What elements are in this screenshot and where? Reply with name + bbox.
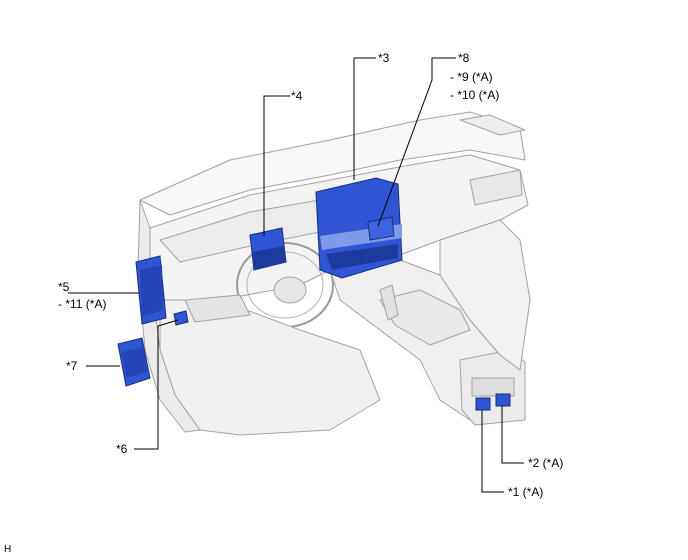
component-2-unit: [495, 393, 511, 407]
figure-code-label: H: [4, 544, 12, 555]
leader-6: [134, 319, 179, 450]
component-6-unit: [173, 310, 189, 326]
label-10: - *10 (*A): [450, 88, 500, 102]
label-5: *5: [58, 280, 70, 294]
component-8-sub-unit: [367, 216, 395, 241]
label-7: *7: [66, 359, 78, 373]
component-4-unit: [249, 227, 287, 271]
leader-1: [481, 410, 504, 493]
component-7-unit: [117, 337, 151, 387]
label-6: *6: [116, 442, 128, 456]
label-11: - *11 (*A): [58, 297, 107, 311]
leader-3: [353, 57, 376, 180]
leader-lines: [68, 57, 524, 493]
label-9: - *9 (*A): [450, 70, 493, 84]
label-2: *2 (*A): [528, 456, 564, 470]
leader-2: [501, 406, 524, 464]
component-3-center-unit: [315, 177, 403, 279]
leader-4: [263, 95, 290, 236]
label-8: *8: [458, 51, 470, 65]
label-1: *1 (*A): [508, 485, 544, 499]
label-3: *3: [378, 51, 390, 65]
component-1-unit: [475, 397, 491, 411]
leader-8: [377, 57, 456, 227]
component-5-unit: [135, 255, 167, 325]
label-4: *4: [291, 89, 303, 103]
